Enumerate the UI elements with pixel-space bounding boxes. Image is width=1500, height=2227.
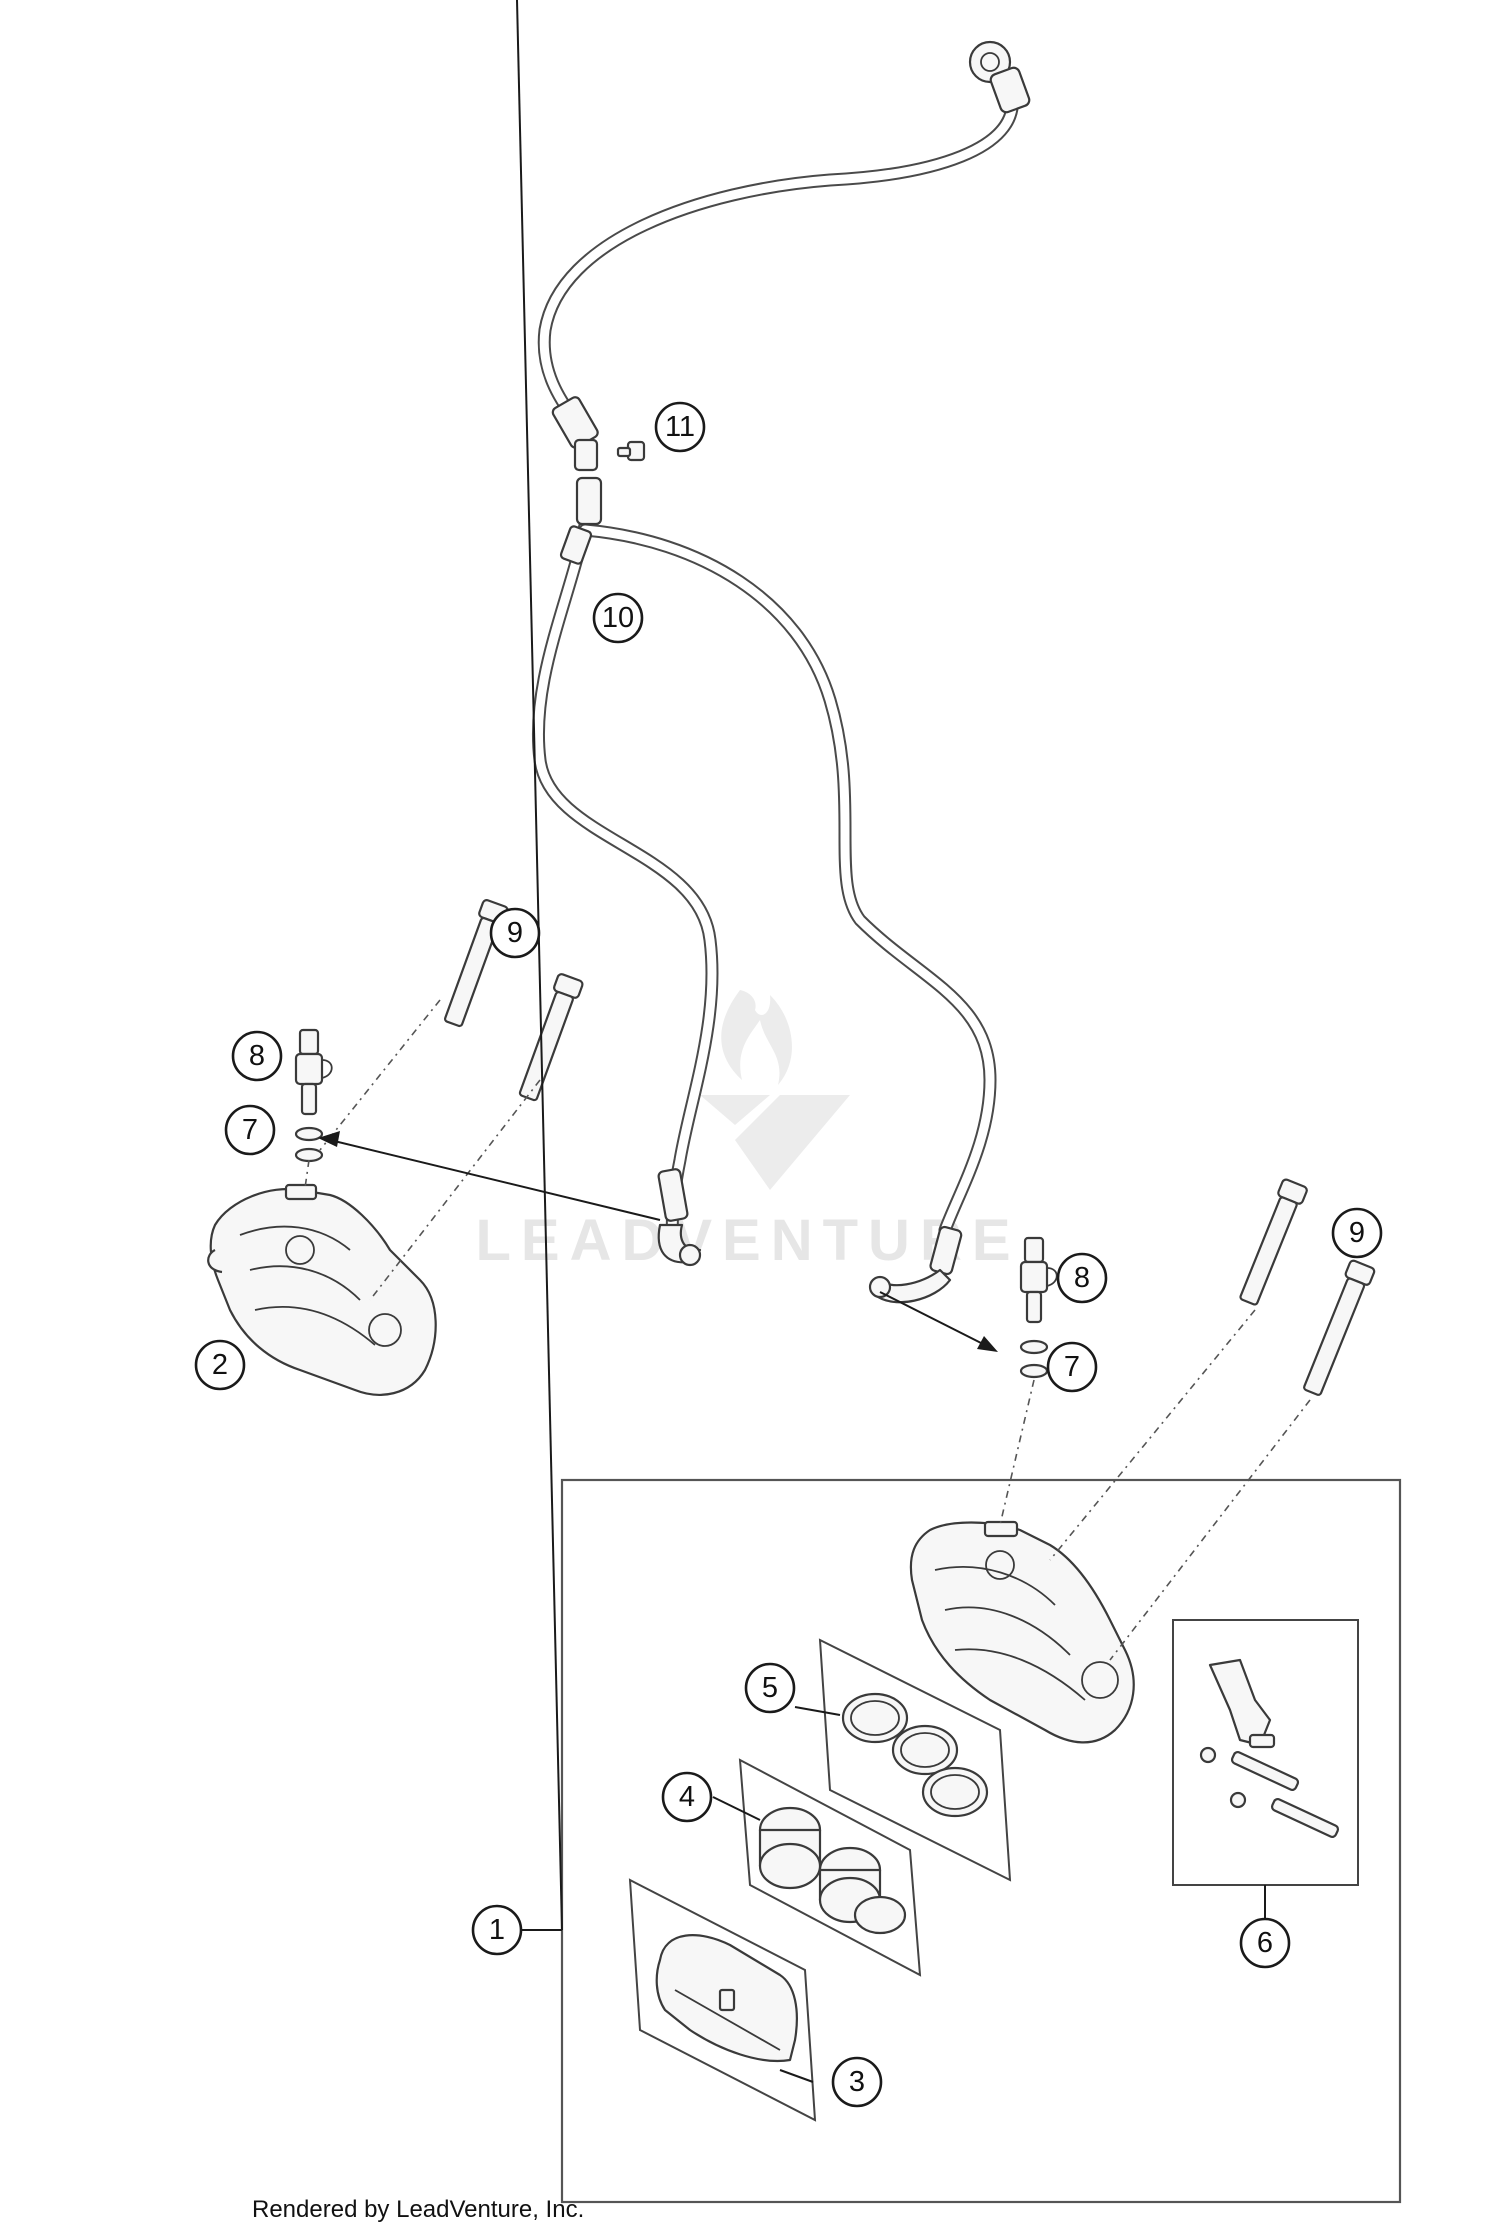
watermark-v-icon: [700, 1095, 850, 1190]
callout-4[interactable]: 4: [661, 1771, 713, 1823]
washer-pair-right[interactable]: [1019, 1339, 1049, 1379]
callout-2-label: 2: [212, 1349, 228, 1381]
callout-10-label: 10: [602, 602, 634, 634]
bleeder-valve-left[interactable]: [294, 1028, 333, 1116]
callout-9-left-label: 9: [507, 917, 523, 949]
callout-8-right[interactable]: 8: [1056, 1252, 1108, 1304]
callout-1-label: 1: [489, 1914, 505, 1946]
callout-6-label: 6: [1257, 1927, 1273, 1959]
assembly-axis-lines: [304, 999, 1311, 1661]
hardware-kit-panel[interactable]: [1172, 1619, 1359, 1886]
piston-kit-panel[interactable]: [738, 1758, 922, 1977]
callout-leaders: [516, 0, 1266, 2083]
callout-6[interactable]: 6: [1239, 1917, 1291, 1969]
callout-9-right-label: 9: [1349, 1217, 1365, 1249]
callout-3[interactable]: 3: [831, 2056, 883, 2108]
callout-7-right[interactable]: 7: [1046, 1341, 1098, 1393]
callout-7-left-label: 7: [242, 1114, 258, 1146]
right-brake-caliper[interactable]: [909, 1520, 1135, 1744]
credit-line: Rendered by LeadVenture, Inc.: [252, 2196, 585, 2223]
washer-pair-left[interactable]: [294, 1126, 324, 1163]
callout-4-label: 4: [679, 1781, 695, 1813]
callout-8-left-label: 8: [249, 1040, 265, 1072]
callout-3-label: 3: [849, 2066, 865, 2098]
callout-9-right[interactable]: 9: [1331, 1207, 1383, 1259]
watermark: LEADVENTURE: [475, 990, 1020, 1273]
seal-kit-panel[interactable]: [818, 1638, 1012, 1882]
callout-11[interactable]: 11: [654, 401, 706, 453]
watermark-text: LEADVENTURE: [475, 1208, 1020, 1273]
callout-7-right-label: 7: [1064, 1351, 1080, 1383]
callout-8-right-label: 8: [1074, 1262, 1090, 1294]
callout-8-left[interactable]: 8: [231, 1030, 283, 1082]
callout-5[interactable]: 5: [744, 1662, 796, 1714]
caliper-kit-frame: [560, 1478, 1402, 2204]
callout-2[interactable]: 2: [194, 1339, 246, 1391]
callout-11-label: 11: [665, 411, 695, 443]
callout-1[interactable]: 1: [471, 1904, 523, 1956]
callout-9-left[interactable]: 9: [489, 907, 541, 959]
callout-5-label: 5: [762, 1672, 778, 1704]
callout-10[interactable]: 10: [592, 592, 644, 644]
brake-hose[interactable]: [531, 40, 1031, 1304]
arrow-right-icon: [977, 1336, 998, 1352]
arrow-left-icon: [318, 1131, 340, 1147]
left-brake-caliper[interactable]: [207, 1183, 437, 1396]
bleeder-valve-right[interactable]: [1019, 1236, 1058, 1324]
bleeder-screw-11[interactable]: [616, 440, 646, 462]
watermark-flame-icon: [721, 990, 792, 1085]
brake-pad-panel[interactable]: [628, 1878, 817, 2122]
callout-7-left[interactable]: 7: [224, 1104, 276, 1156]
mounting-bolts-right[interactable]: [1236, 1178, 1376, 1397]
